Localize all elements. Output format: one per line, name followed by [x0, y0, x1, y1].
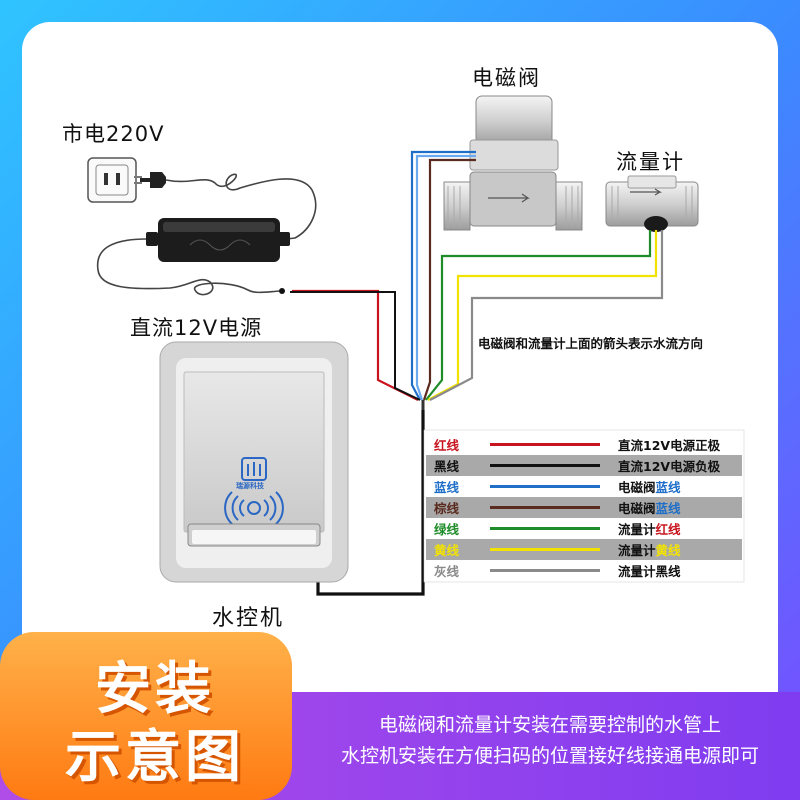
legend-desc-text: 直流12V电源 — [618, 438, 696, 453]
legend-row: 红线 直流12V电源正极 — [426, 434, 742, 455]
solenoid-valve-label: 电磁阀 — [472, 66, 541, 90]
legend-desc-highlight: 负极 — [695, 459, 721, 474]
legend-desc-text: 电磁阀 — [618, 501, 656, 516]
legend-desc-highlight: 蓝线 — [655, 501, 681, 516]
legend-row: 黄线流量计黄线 — [426, 539, 742, 560]
legend-wire-name: 棕线 — [434, 501, 460, 516]
flow-meter — [605, 175, 699, 232]
legend-wire-swatch — [490, 464, 600, 467]
legend-desc-highlight: 蓝线 — [655, 480, 681, 495]
legend-wire-desc: 流量计黄线 — [618, 540, 681, 559]
legend-row: 棕线 电磁阀蓝线 — [426, 497, 742, 518]
legend-wire-name: 黑线 — [434, 459, 460, 474]
power-adapter — [146, 218, 290, 262]
footer-line-2: 水控机安装在方便扫码的位置接好线接通电源即可 — [340, 745, 759, 767]
legend-wire-desc: 电磁阀蓝线 — [618, 498, 681, 517]
controller-label: 水控机 — [212, 606, 285, 631]
tag-line-2: 示意图 — [65, 725, 245, 790]
legend-wire-name: 绿线 — [434, 522, 460, 537]
tag-line-1: 安装 — [95, 657, 215, 722]
legend-desc-highlight: 黄线 — [655, 543, 681, 558]
footer-line-1: 电磁阀和流量计安装在需要控制的水管上 — [378, 714, 721, 736]
legend-row: 灰线 流量计黑线 — [426, 560, 742, 581]
flow-meter-label: 流量计 — [616, 150, 685, 174]
water-controller — [159, 341, 349, 583]
inner-panel — [22, 22, 778, 777]
solenoid-valve — [443, 95, 583, 231]
legend-row: 黑线 直流12V电源负极 — [426, 455, 742, 476]
legend-wire-swatch — [490, 443, 600, 446]
legend-desc-text: 流量计 — [618, 564, 656, 579]
legend-desc-highlight: 黑线 — [655, 564, 681, 579]
legend-wire-desc: 电磁阀蓝线 — [618, 477, 681, 496]
legend-wire-desc: 直流12V电源正极 — [618, 435, 720, 454]
legend-desc-text: 流量计 — [618, 522, 656, 537]
legend-wire-name: 灰线 — [434, 564, 460, 579]
dc-plug — [279, 288, 285, 294]
legend-wire-name: 黄线 — [434, 543, 460, 558]
legend-wire-name: 红线 — [434, 438, 460, 453]
wall-socket — [87, 157, 137, 203]
wiring — [290, 150, 664, 596]
legend-desc-text: 电磁阀 — [618, 480, 656, 495]
legend-desc-highlight: 红线 — [655, 522, 681, 537]
legend-wire-swatch — [490, 485, 600, 488]
legend-wire-desc: 流量计黑线 — [618, 561, 681, 580]
legend-wire-swatch — [490, 527, 600, 530]
tag-shape — [0, 632, 292, 800]
controller-logo-text: 瑞源科技 — [236, 482, 264, 490]
legend-desc-text: 流量计 — [618, 543, 656, 558]
power-plug — [134, 172, 166, 188]
mains-label: 市电220V — [62, 122, 165, 146]
flow-direction-note: 电磁阀和流量计上面的箭头表示水流方向 — [478, 336, 704, 351]
legend-wire-swatch — [490, 548, 600, 551]
wire-color-legend: 红线直流12V电源正极黑线直流12V电源负极蓝线电磁阀蓝线棕线电磁阀蓝线绿线流量… — [426, 434, 742, 581]
nfc-icon — [224, 491, 284, 525]
dc-cord — [96, 238, 281, 296]
ac-cord — [165, 173, 317, 241]
diagram-tag: 安装 示意图 — [20, 632, 290, 792]
legend-row: 蓝线电磁阀蓝线 — [426, 476, 742, 497]
legend-wire-swatch — [490, 506, 600, 509]
legend-wire-swatch — [490, 569, 600, 572]
legend-desc-text: 直流12V电源 — [618, 459, 696, 474]
legend-row: 绿线 流量计红线 — [426, 518, 742, 539]
legend-wire-desc: 直流12V电源负极 — [618, 456, 720, 475]
power-supply-label: 直流12V电源 — [130, 316, 263, 340]
legend-desc-highlight: 正极 — [695, 438, 721, 453]
legend-wire-name: 蓝线 — [434, 480, 460, 495]
legend-wire-desc: 流量计红线 — [618, 519, 681, 538]
